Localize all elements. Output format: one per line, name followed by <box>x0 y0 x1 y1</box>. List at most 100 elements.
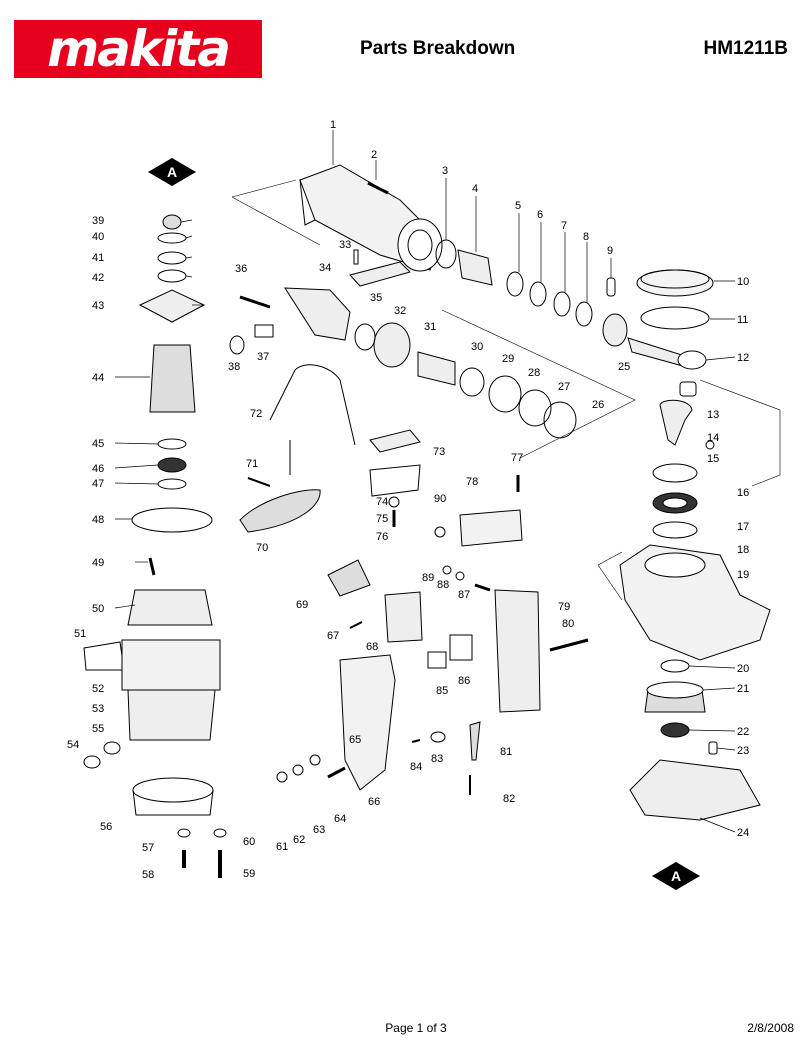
callout-label: 59 <box>243 868 255 880</box>
callout-label: 28 <box>528 367 540 379</box>
callout-label: 42 <box>92 272 104 284</box>
callout-label: 10 <box>737 276 749 288</box>
callout-label: 47 <box>92 478 104 490</box>
callout-labels: 1 2 3 4 5 6 7 8 9 10 11 12 13 14 15 16 1… <box>67 119 749 881</box>
callout-label: 38 <box>228 361 240 373</box>
callout-label: 66 <box>368 796 380 808</box>
model-number: HM1211B <box>703 38 789 59</box>
callout-label: 81 <box>500 746 512 758</box>
callout-label: 1 <box>330 119 336 131</box>
registered-mark: ® <box>248 22 256 33</box>
makita-logo: makita <box>14 20 262 78</box>
callout-label: 50 <box>92 603 104 615</box>
callout-label: 21 <box>737 683 749 695</box>
callout-label: 84 <box>410 761 422 773</box>
callout-label: 83 <box>431 753 443 765</box>
callout-label: 31 <box>424 321 436 333</box>
callout-label: 25 <box>618 361 630 373</box>
callout-label: 8 <box>583 231 589 243</box>
callout-label: 89 <box>422 572 434 584</box>
callout-label: 55 <box>92 723 104 735</box>
callout-label: 12 <box>737 352 749 364</box>
callout-label: 39 <box>92 215 104 227</box>
callout-label: 29 <box>502 353 514 365</box>
callout-label: 67 <box>327 630 339 642</box>
callout-label: 70 <box>256 542 268 554</box>
callout-label: 30 <box>471 341 483 353</box>
callout-label: 2 <box>371 149 377 161</box>
callout-label: 15 <box>707 453 719 465</box>
callout-label: 76 <box>376 531 388 543</box>
callout-label: 17 <box>737 521 749 533</box>
callout-label: 77 <box>511 452 523 464</box>
callout-label: 3 <box>442 165 448 177</box>
callout-label: 86 <box>458 675 470 687</box>
callout-label: 9 <box>607 245 613 257</box>
callout-label: 80 <box>562 618 574 630</box>
callout-label: 57 <box>142 842 154 854</box>
callout-label: 11 <box>737 314 748 326</box>
callout-label: 60 <box>243 836 255 848</box>
callout-label: 61 <box>276 841 288 853</box>
callout-label: 88 <box>437 579 449 591</box>
page-indicator: Page 1 of 3 <box>385 1021 447 1035</box>
callout-label: 78 <box>466 476 478 488</box>
callout-label: 64 <box>334 813 346 825</box>
callout-label: 71 <box>246 458 258 470</box>
callout-label: 53 <box>92 703 104 715</box>
callout-label: 13 <box>707 409 719 421</box>
callout-label: 16 <box>737 487 749 499</box>
callout-label: 14 <box>707 432 719 444</box>
callout-label: 6 <box>537 209 543 221</box>
callout-label: 48 <box>92 514 104 526</box>
callout-label: 62 <box>293 834 305 846</box>
callout-label: 45 <box>92 438 104 450</box>
callout-label: 73 <box>433 446 445 458</box>
callout-label: 43 <box>92 300 104 312</box>
page-title: Parts Breakdown <box>360 38 516 59</box>
callout-label: 35 <box>370 292 382 304</box>
callout-label: 82 <box>503 793 515 805</box>
marker-a-top: A <box>148 158 196 186</box>
callout-label: 51 <box>74 628 86 640</box>
callout-label: 72 <box>250 408 262 420</box>
callout-label: 46 <box>92 463 104 475</box>
brand-wordmark: makita <box>47 20 231 78</box>
callout-label: 74 <box>376 496 388 508</box>
callout-label: 33 <box>339 239 351 251</box>
callout-label: 24 <box>737 827 749 839</box>
callout-label: 54 <box>67 739 79 751</box>
callout-label: 65 <box>349 734 361 746</box>
callout-label: 87 <box>458 589 470 601</box>
callout-label: 22 <box>737 726 749 738</box>
callout-label: 34 <box>319 262 331 274</box>
callout-label: 69 <box>296 599 308 611</box>
callout-label: 36 <box>235 263 247 275</box>
callout-label: 52 <box>92 683 104 695</box>
callout-label: 7 <box>561 220 567 232</box>
callout-label: 5 <box>515 200 521 212</box>
callout-label: 19 <box>737 569 749 581</box>
callout-label: 63 <box>313 824 325 836</box>
callout-label: 20 <box>737 663 749 675</box>
callout-label: 32 <box>394 305 406 317</box>
callout-label: 27 <box>558 381 570 393</box>
marker-a-bottom: A <box>652 862 700 890</box>
callout-label: 40 <box>92 231 104 243</box>
callout-label: 37 <box>257 351 269 363</box>
callout-label: 18 <box>737 544 749 556</box>
callout-label: 68 <box>366 641 378 653</box>
callout-label: 79 <box>558 601 570 613</box>
callout-label: 4 <box>472 183 478 195</box>
document-date: 2/8/2008 <box>747 1021 794 1035</box>
callout-label: 44 <box>92 372 104 384</box>
callout-label: 49 <box>92 557 104 569</box>
callout-label: 75 <box>376 513 388 525</box>
callout-label: 58 <box>142 869 154 881</box>
svg-text:A: A <box>167 164 177 180</box>
callout-label: 56 <box>100 821 112 833</box>
callout-label: 23 <box>737 745 749 757</box>
callout-label: 90 <box>434 493 446 505</box>
diagram-parts <box>83 130 781 878</box>
